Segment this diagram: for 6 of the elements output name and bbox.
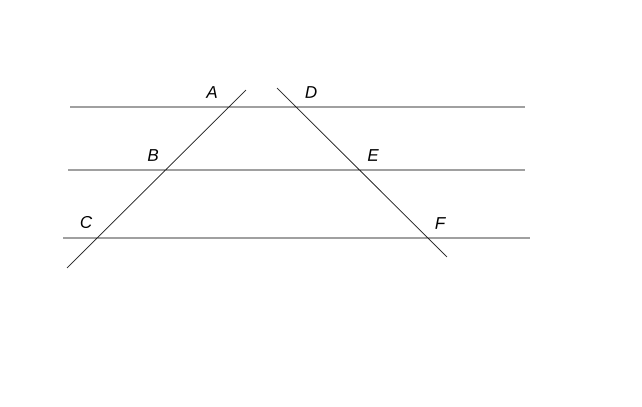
point-label: A [206, 86, 217, 98]
point-label: D [305, 86, 317, 98]
point-label: C [80, 216, 92, 228]
point-label: E [368, 149, 379, 161]
point-label: B [148, 149, 158, 161]
point-label: F [435, 217, 446, 229]
